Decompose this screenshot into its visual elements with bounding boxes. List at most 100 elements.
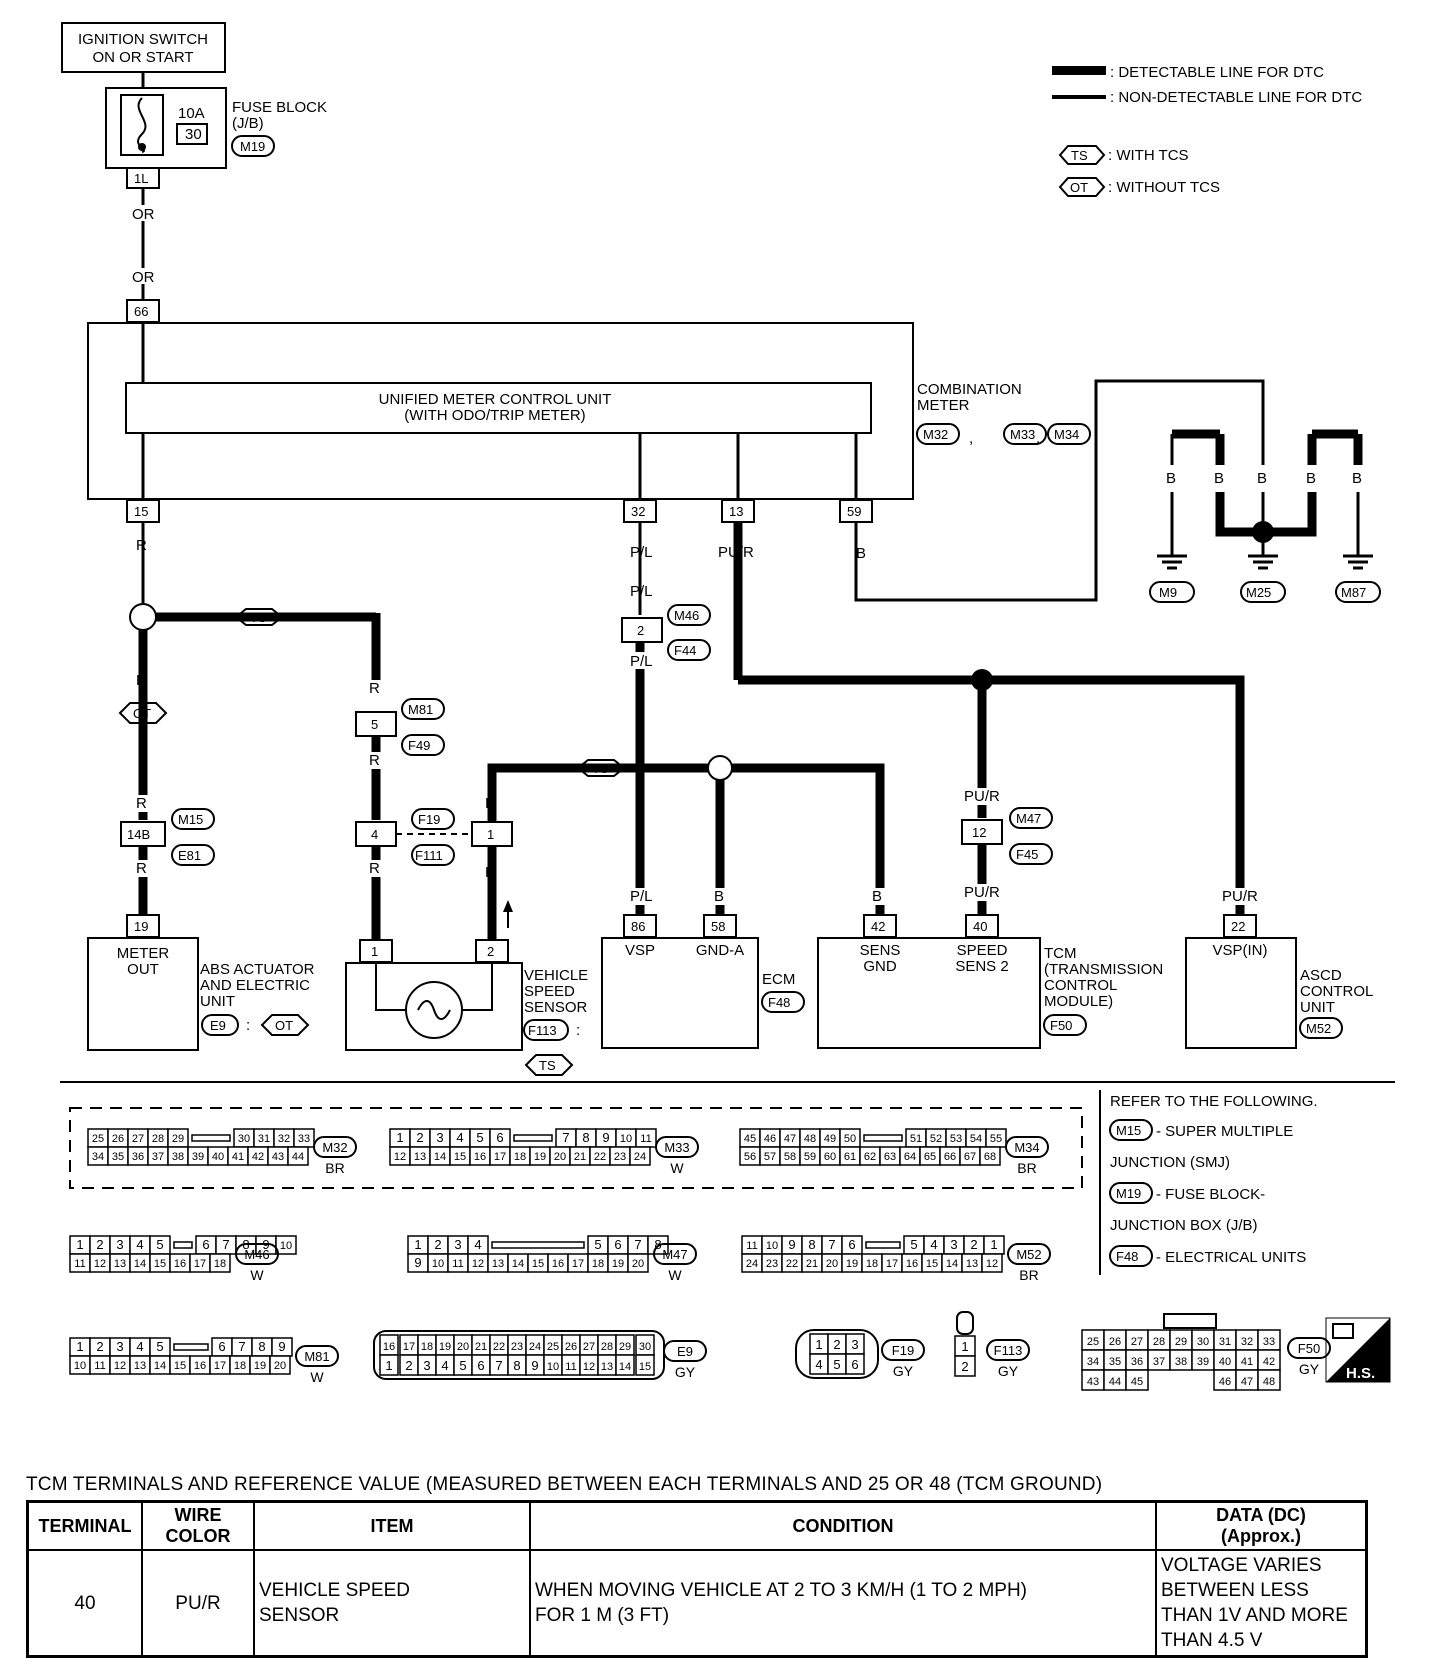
cavity-label: 11: [74, 1258, 85, 1270]
cavity-label: 35: [112, 1151, 124, 1163]
connector-color: W: [670, 1160, 684, 1176]
cavity-label: 3: [454, 1237, 461, 1252]
svg-text:5: 5: [371, 717, 378, 732]
svg-text:2: 2: [637, 623, 644, 638]
cavity-label: 46: [1219, 1376, 1231, 1388]
cavity-label: 16: [174, 1258, 186, 1270]
svg-text:M19: M19: [240, 139, 265, 154]
ascd-control-unit: 22 VSP(IN) ASCD CONTROL UNIT M52: [1185, 914, 1373, 1049]
cavity-label: 5: [459, 1358, 466, 1373]
cavity-label: 26: [565, 1341, 577, 1353]
cavity-label: 34: [1087, 1356, 1099, 1368]
svg-text:OT: OT: [275, 1018, 293, 1033]
connector-id: M34: [1014, 1140, 1039, 1155]
cavity-label: 21: [475, 1341, 487, 1353]
cavity-label: 23: [511, 1341, 523, 1353]
svg-text:86: 86: [631, 919, 645, 934]
cavity-label: 13: [134, 1360, 146, 1372]
cavity-label: 27: [1131, 1336, 1143, 1348]
cavity-label: 5: [910, 1237, 917, 1252]
cavity-label: 29: [619, 1341, 631, 1353]
cavity-label: 3: [116, 1339, 123, 1354]
cavity-label: 48: [1263, 1376, 1275, 1388]
cavity-label: 22: [786, 1258, 798, 1270]
svg-text:(J/B): (J/B): [232, 115, 264, 132]
svg-text:P/L: P/L: [630, 544, 653, 561]
cavity-label: 10: [74, 1360, 86, 1372]
cavity-label: 4: [815, 1357, 822, 1372]
legend-ot-tag: OT: [1070, 180, 1088, 195]
cavity-label: 31: [258, 1133, 270, 1145]
svg-text:R: R: [369, 860, 380, 877]
cavity-label: 25: [1087, 1336, 1099, 1348]
svg-text:OT: OT: [133, 706, 151, 721]
refer-notes: REFER TO THE FOLLOWING. M15 - SUPER MULT…: [1109, 1093, 1318, 1267]
svg-text:TS: TS: [250, 610, 267, 625]
cavity-label: 11: [640, 1133, 651, 1145]
cavity-label: 1: [76, 1237, 83, 1252]
cavity-label: 14: [619, 1361, 631, 1373]
svg-text:M15: M15: [178, 812, 203, 827]
cavity-label: 9: [788, 1237, 795, 1252]
cavity-label: 13: [492, 1258, 504, 1270]
connector-cavity: [979, 1146, 1001, 1166]
svg-text:F44: F44: [674, 643, 696, 658]
cavity-label: 29: [172, 1133, 184, 1145]
cavity-label: 43: [1087, 1376, 1099, 1388]
connector-cavity: [635, 1354, 655, 1376]
svg-text:OR: OR: [132, 206, 155, 223]
svg-text:12: 12: [972, 825, 986, 840]
cavity-label: 3: [423, 1358, 430, 1373]
cavity-label: 6: [848, 1237, 855, 1252]
svg-text:TS: TS: [539, 1058, 556, 1073]
connector-color: BR: [1017, 1160, 1036, 1176]
cavity-label: 16: [474, 1151, 486, 1163]
cavity-label: 1: [396, 1130, 403, 1145]
cavity-label: 67: [964, 1151, 976, 1163]
cavity-label: 55: [990, 1133, 1002, 1145]
cavity-label: 20: [826, 1258, 838, 1270]
cavity-label: 16: [383, 1341, 395, 1353]
connector-id: M46: [244, 1247, 269, 1262]
svg-text:M46: M46: [674, 608, 699, 623]
cavity-label: 53: [950, 1133, 962, 1145]
col-wire-color: WIRE COLOR: [141, 1500, 255, 1551]
svg-text:F113: F113: [528, 1023, 557, 1038]
cavity-label: 9: [602, 1130, 609, 1145]
cavity-label: 60: [824, 1151, 836, 1163]
abs-actuator: 19 METER OUT ABS ACTUATOR AND ELECTRIC U…: [87, 914, 315, 1051]
svg-text:UNIFIED METER CONTROL UNIT: UNIFIED METER CONTROL UNIT: [379, 391, 612, 408]
ecm: 86 58 VSP GND-A ECM F48: [601, 914, 805, 1049]
cavity-label: 62: [864, 1151, 876, 1163]
connector-cavity: [269, 1355, 291, 1375]
cavity-label: 10: [432, 1258, 444, 1270]
svg-text:IGNITION SWITCH: IGNITION SWITCH: [78, 31, 208, 48]
cavity-label: 6: [851, 1357, 858, 1372]
svg-text:METER: METER: [117, 945, 170, 962]
cavity-label: 4: [136, 1339, 143, 1354]
cavity-label: 34: [92, 1151, 104, 1163]
connector-cavity: [379, 1354, 399, 1376]
ignition-switch: IGNITION SWITCH ON OR START: [61, 22, 226, 73]
connector-tag: [655, 1136, 699, 1158]
cavity-label: 10: [766, 1240, 778, 1252]
cavity-label: 15: [926, 1258, 938, 1270]
cavity-label: 23: [614, 1151, 626, 1163]
cavity-label: 3: [436, 1130, 443, 1145]
connector-id: E9: [677, 1344, 693, 1359]
svg-text:4: 4: [371, 827, 378, 842]
svg-text:ABS ACTUATOR: ABS ACTUATOR: [200, 961, 315, 978]
legend-ts-text: : WITH TCS: [1108, 147, 1189, 164]
svg-text:59: 59: [847, 504, 861, 519]
cavity-label: 6: [202, 1237, 209, 1252]
cavity-label: 17: [572, 1258, 584, 1270]
cavity-label: 28: [152, 1133, 164, 1145]
cavity-label: 27: [583, 1341, 595, 1353]
cavity-label: 7: [562, 1130, 569, 1145]
cavity-label: 64: [904, 1151, 916, 1163]
svg-text:F111: F111: [415, 848, 443, 863]
cavity-label: 41: [1241, 1356, 1253, 1368]
cavity-label: 47: [1241, 1376, 1253, 1388]
svg-text:F48: F48: [1116, 1249, 1138, 1264]
